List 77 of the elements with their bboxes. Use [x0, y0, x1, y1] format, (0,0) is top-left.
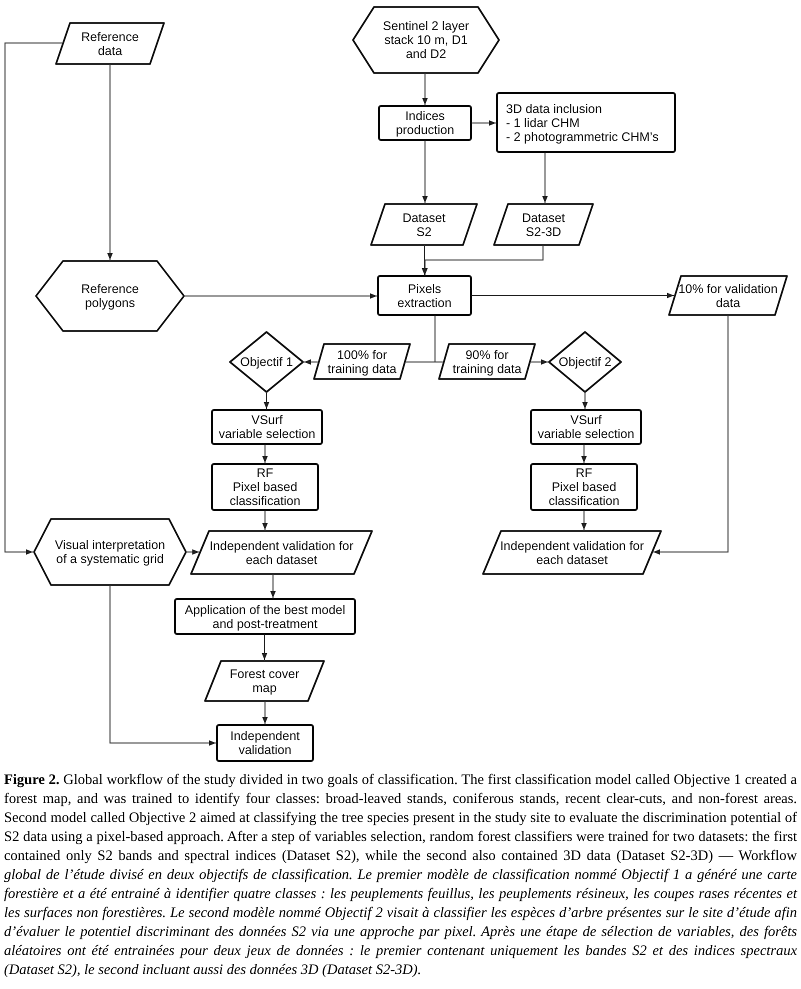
decision-diamond: [229, 331, 304, 393]
process-box: [174, 598, 356, 635]
node-text: - 2 photogrammetric CHM’s: [506, 130, 659, 144]
arrow: [186, 549, 200, 555]
node-text: Reference data: [80, 30, 140, 58]
arrow: [530, 359, 548, 365]
arrow: [582, 392, 588, 410]
process-box: [378, 105, 472, 141]
node-text: RF: [256, 466, 274, 480]
node-text: Pixels extraction: [396, 282, 453, 310]
data-parallelogram: [482, 530, 662, 575]
node-text: Visual interpretation of a systematic grid: [54, 538, 166, 566]
node-text: VSurf: [251, 413, 283, 427]
node-text: Indices production: [394, 109, 456, 137]
arrow: [4, 42, 63, 555]
arrow: [422, 246, 428, 276]
node-text: RF: [576, 466, 592, 480]
node-text: Reference polygons: [80, 282, 140, 310]
node-text: 3D data inclusion: [506, 102, 602, 116]
arrow: [262, 444, 268, 464]
process-box: [496, 92, 676, 153]
node-text: Pixel based classification: [548, 480, 620, 508]
arrow: [270, 574, 276, 598]
node-text: variable selection: [538, 427, 634, 441]
arrow: [542, 152, 548, 204]
node-text: VSurf: [570, 413, 602, 427]
terminal-hexagon: [33, 518, 187, 586]
arrow: [262, 702, 268, 724]
arrow: [422, 140, 428, 204]
node-text: - 1 lidar CHM: [506, 116, 580, 130]
data-parallelogram: [370, 203, 478, 246]
arrow: [262, 634, 268, 660]
process-box: [216, 724, 314, 762]
process-box: [377, 275, 472, 316]
data-parallelogram: [493, 203, 594, 246]
process-box: [530, 409, 642, 445]
decision-diamond: [548, 331, 622, 393]
arrow: [262, 510, 268, 530]
process-box: [211, 463, 319, 511]
arrow: [422, 246, 544, 276]
arrow: [581, 510, 587, 530]
data-parallelogram: [204, 660, 325, 702]
arrow: [652, 316, 728, 555]
node-text: Dataset S2-3D: [520, 210, 566, 238]
node-text: 100% for training data: [326, 348, 398, 376]
data-parallelogram: [668, 275, 788, 316]
data-parallelogram: [190, 530, 373, 575]
arrow: [304, 359, 318, 365]
node-text: Sentinel 2 layer stack 10 m, D1 and D2: [382, 19, 470, 61]
arrow: [472, 292, 674, 298]
terminal-hexagon: [35, 260, 185, 332]
node-text: Independent validation for each dataset: [499, 538, 645, 566]
node-text: Application of the best model and post-treatment: [184, 602, 346, 630]
arrow: [472, 120, 496, 126]
process-box: [211, 409, 323, 445]
node-text: Forest cover map: [228, 667, 300, 695]
node-text: Independent validation: [229, 729, 301, 757]
terminal-hexagon: [352, 6, 500, 74]
arrow: [581, 444, 587, 464]
data-parallelogram: [313, 343, 411, 380]
data-parallelogram: [438, 343, 536, 380]
node-text: Dataset S2: [401, 210, 447, 238]
node-text: Independent validation for each dataset: [208, 538, 354, 566]
data-parallelogram: [55, 22, 165, 65]
arrow: [264, 392, 270, 410]
node-text: Objectif 2: [558, 355, 612, 369]
figure-caption: Figure 2. Global workflow of the study divided in two goals of classification. The first classification model called Objective 1 created a forest map, and was trained to identify four classes: broad-leaved stands, coniferous stands, recent clear-cuts, and non-forest areas. Second model called Objective 2 aimed at classifying the tree species present in the study site to evaluate the discrimination potential of S2 data using a pixel-based approach. After a step of variables selection, random forest classifiers were trained for two datasets: the first contained only S2 bands and spectral indices (Dataset S2), while the second also contained 3D data (Dataset S2-3D) — Workflow global de l’étude divisé en deux objectifs de classification. Le premier modèle de classification nommé Objectif 1 a généré une carte forestière et a été entrainé à identifier quatre classes : les peuplements feuillus, les peuplements résineux, les coupes rases récentes et les surfaces non forestières. Le second modèle nommé Objectif 2 visait à classifier les espèces d’arbre présentes sur le site d’étude afin d’évaluer le potentiel discriminant des données S2 via une approche par pixel. Après une étape de sélection de variables, des forêts aléatoires ont été entrainées pour deux jeux de données : le premier contenant uniquement les bandes S2 et des indices spectraux (Dataset S2), le second incluant aussi des données 3D (Dataset S2-3D).: [4, 771, 797, 980]
arrow: [110, 586, 216, 746]
node-text: variable selection: [218, 427, 316, 441]
arrow: [422, 74, 428, 106]
process-box: [530, 463, 638, 511]
arrow: [107, 64, 113, 260]
node-text: 90% for training data: [452, 348, 522, 376]
node-text: 10% for validation data: [678, 282, 778, 310]
node-text: Pixel based classification: [228, 480, 302, 508]
node-text: Objectif 1: [240, 355, 293, 369]
arrow: [184, 293, 378, 299]
